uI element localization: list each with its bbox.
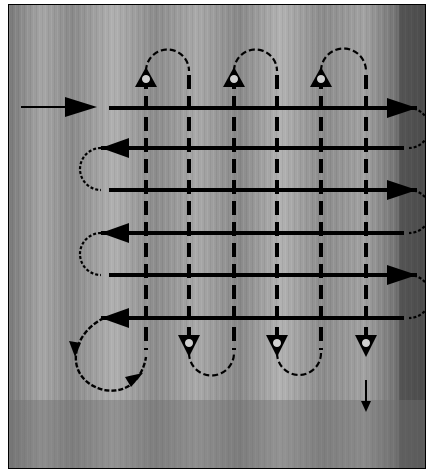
- overlay-svg: [9, 5, 426, 469]
- photo-right-edge: [399, 5, 426, 469]
- photo-texture: [9, 5, 426, 469]
- aerial-field-photo: [8, 4, 426, 469]
- photo-bottom-band: [9, 400, 426, 469]
